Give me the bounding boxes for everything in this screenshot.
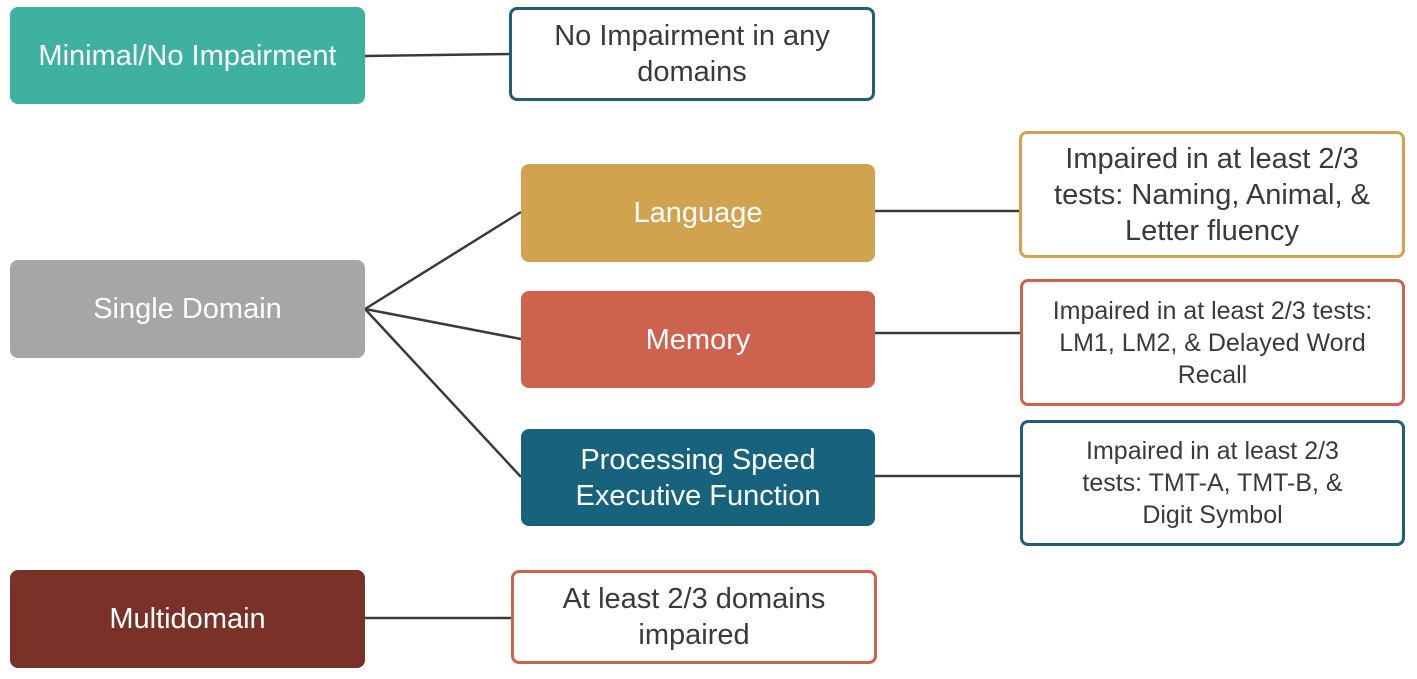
connector-single-memory	[364, 307, 522, 341]
category-single-label: Single Domain	[93, 293, 282, 325]
category-multidomain: Multidomain	[10, 570, 365, 668]
connector-minimal	[364, 52, 510, 58]
processing-criteria: Impaired in at least 2/3 tests: TMT-A, T…	[1082, 437, 1343, 529]
connector-single-processing	[364, 308, 522, 478]
domain-memory: Memory	[521, 291, 875, 388]
category-minimal: Minimal/No Impairment	[10, 7, 365, 104]
category-single-domain: Single Domain	[10, 260, 365, 358]
minimal-description-box: No Impairment in any domains	[509, 7, 875, 101]
minimal-description: No Impairment in any domains	[554, 20, 830, 88]
domain-processing: Processing Speed Executive Function	[521, 429, 875, 526]
domain-processing-label: Processing Speed Executive Function	[575, 443, 821, 512]
domain-language: Language	[521, 164, 875, 262]
category-minimal-label: Minimal/No Impairment	[38, 39, 337, 72]
memory-criteria: Impaired in at least 2/3 tests: LM1, LM2…	[1052, 296, 1373, 389]
multi-description: At least 2/3 domains impaired	[562, 583, 826, 651]
processing-criteria-box: Impaired in at least 2/3 tests: TMT-A, T…	[1020, 420, 1405, 546]
multi-description-box: At least 2/3 domains impaired	[511, 570, 877, 664]
language-criteria: Impaired in at least 2/3 tests: Naming, …	[1054, 142, 1370, 247]
connector-single-language	[364, 210, 522, 311]
category-multi-label: Multidomain	[109, 603, 266, 635]
domain-memory-label: Memory	[645, 323, 751, 356]
language-criteria-box: Impaired in at least 2/3 tests: Naming, …	[1019, 131, 1405, 258]
domain-language-label: Language	[633, 197, 763, 229]
memory-criteria-box: Impaired in at least 2/3 tests: LM1, LM2…	[1020, 279, 1405, 406]
